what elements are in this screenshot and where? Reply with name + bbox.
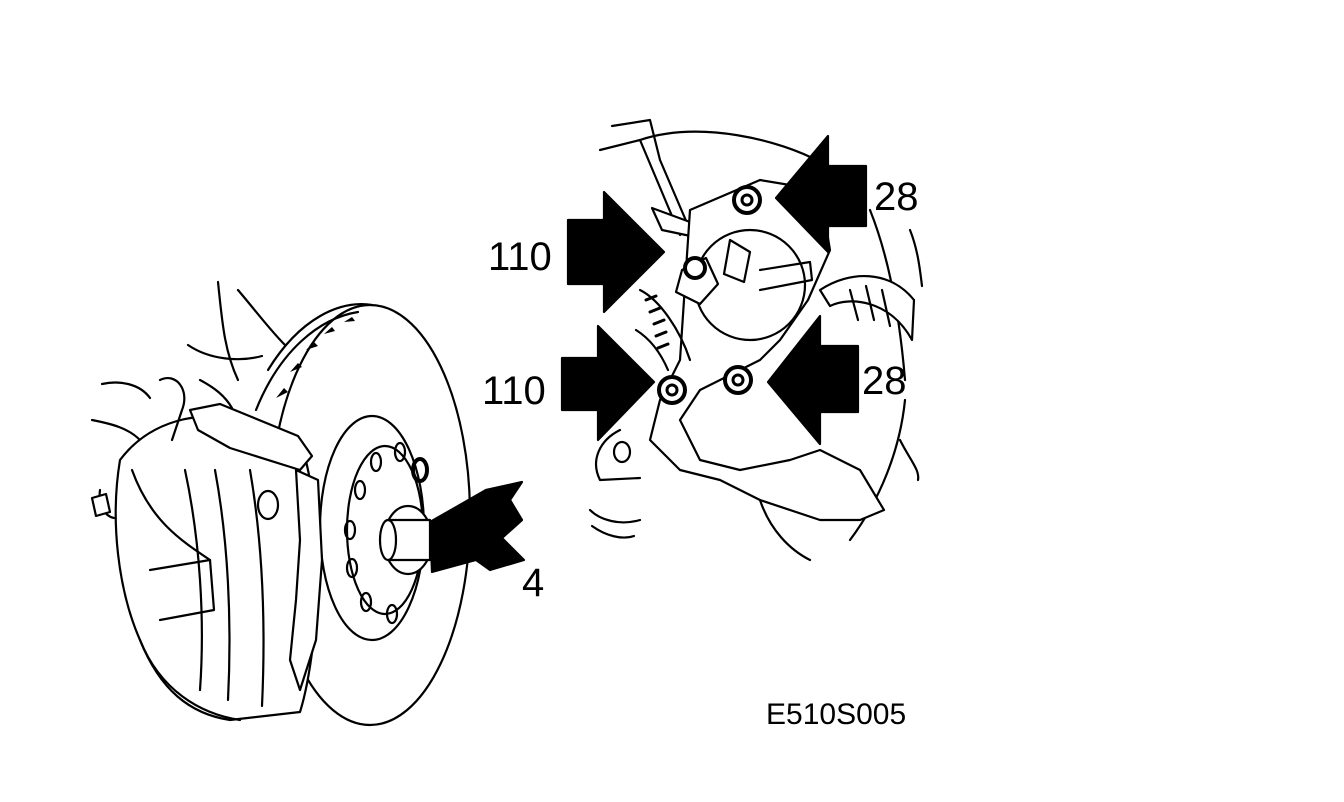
disc-rim-edge [254,310,360,412]
lower-arm [898,438,920,482]
brake-hose [158,377,186,442]
lower-arm [758,498,812,562]
knuckle [588,508,642,524]
torque-label-guide-lower: 28 [862,359,907,403]
dust-shield-ribs [848,284,892,328]
caliper-boss [256,489,280,521]
bracket-arm [758,260,814,292]
caliper-rib [183,468,203,692]
disc-rim-edge [266,303,374,372]
strut-line [236,288,287,347]
strut-line [100,381,152,400]
torque-arrow-bracket-lower [560,324,656,442]
disc-segment [634,328,670,372]
caliper-lower-edge [138,638,242,722]
brake-pipe [598,138,682,237]
guide-pin-lower-core [731,373,745,387]
brake-pipe [610,118,692,232]
caliper-rib [213,468,231,702]
dust-shield [818,274,916,342]
caliper-rib [248,468,265,708]
torque-arrow-guide-lower [766,314,860,446]
torque-arrow-guide-upper [774,134,868,254]
wheel-bolt-holes [343,441,429,625]
torque-label-bracket-upper: 110 [488,235,552,279]
caliper-bracket [288,468,324,692]
guide-pin-lower [723,365,753,395]
figure-code: E510S005 [766,698,906,731]
bleed-nipple [90,492,112,518]
knuckle-bolt [612,440,632,464]
caliper-top [188,402,314,472]
strut-line [90,418,142,442]
disc-arc [848,398,907,542]
bracket-bolt-lower [657,375,687,405]
disc-segment-vanes [644,294,670,350]
strut-line [216,280,240,382]
brake-disc-assembly [90,280,526,727]
disc-arc [638,130,822,164]
disc-arc [908,228,924,288]
torque-arrow-hub [428,480,526,574]
disc-vent-holes [276,317,355,398]
bracket-bolt-lower-core [665,383,679,397]
torque-arrow-bracket-upper [566,190,666,314]
strut-line [198,378,234,410]
caliper-face [130,468,212,562]
torque-label-hub: 4 [522,561,544,605]
strut-line [186,343,264,361]
guide-pin-upper [732,185,762,215]
torque-label-bracket-lower: 110 [482,369,546,413]
guide-pin-upper-core [740,193,754,207]
knuckle [590,524,636,539]
hub-bolt-head [378,518,398,562]
bracket-bolt-upper [683,256,707,280]
caliper-face [148,558,216,622]
caliper-bracket-closeup [560,118,924,562]
knuckle [595,428,642,482]
disc-segment [638,288,692,362]
torque-label-guide-upper: 28 [874,175,919,219]
bracket-arm [722,238,752,284]
